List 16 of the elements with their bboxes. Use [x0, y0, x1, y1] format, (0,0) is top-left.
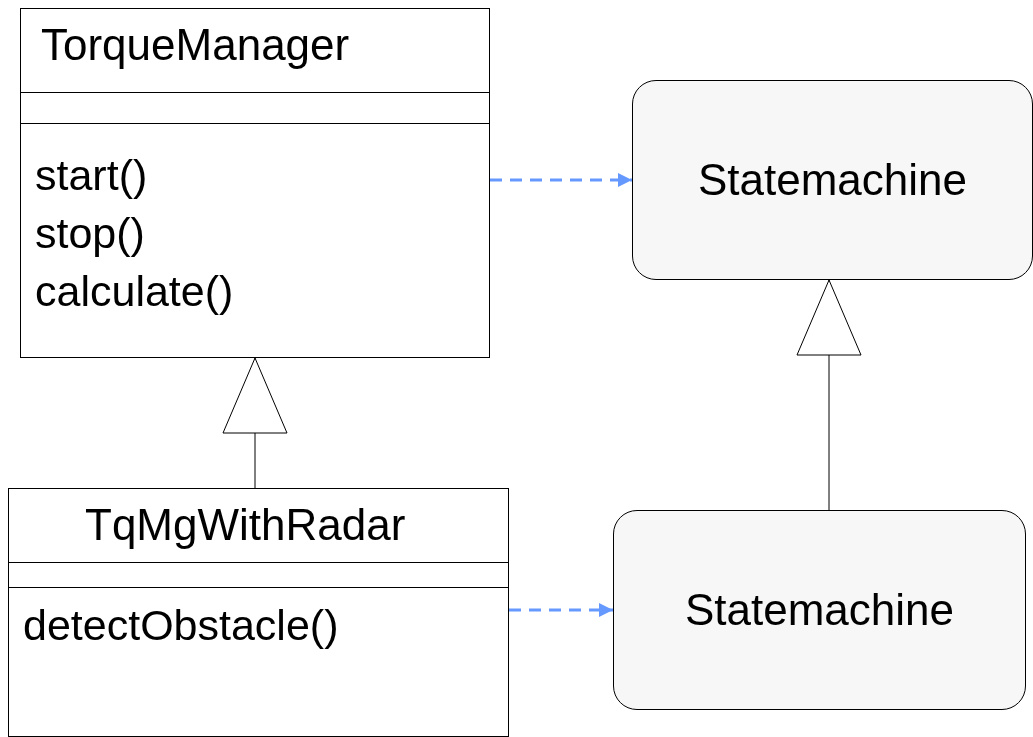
class-box [20, 8, 490, 358]
class-box [8, 488, 509, 737]
method-name: calculate() [35, 266, 234, 318]
state-box [632, 80, 1033, 280]
dependency-arrow [509, 603, 613, 617]
inheritance-arrow [222, 357, 288, 489]
class-name: TqMgWithRadar [85, 503, 406, 547]
state-box [613, 510, 1026, 710]
state-label: Statemachine [684, 585, 955, 635]
class-name: TorqueManager [41, 23, 350, 67]
dependency-arrow [490, 173, 632, 187]
method-name: stop() [35, 208, 145, 260]
inheritance-arrow [796, 279, 862, 511]
method-name: detectObstacle() [23, 600, 339, 651]
state-label: Statemachine [697, 155, 968, 205]
method-name: start() [35, 150, 148, 201]
